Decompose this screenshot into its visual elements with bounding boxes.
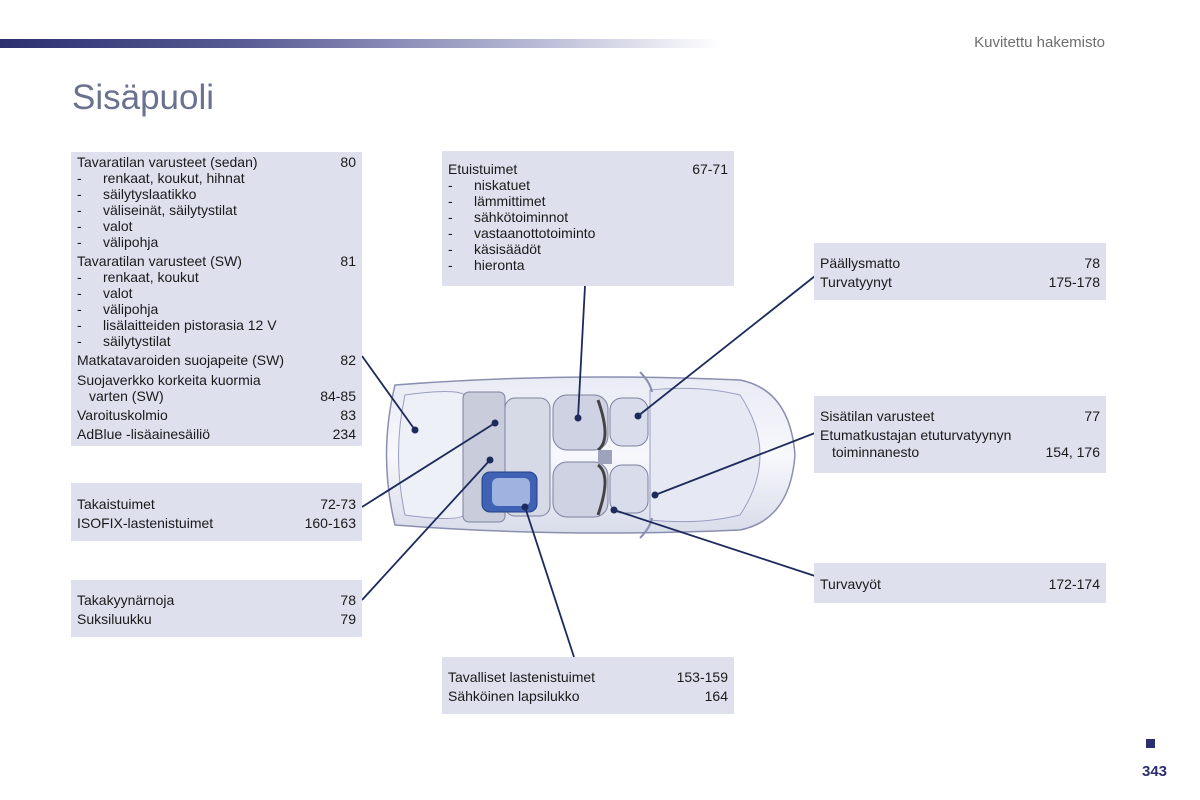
- airbag-deactivation-row-1: Etumatkustajan etuturvatyynyn: [820, 427, 1100, 444]
- floor-mat-row: Päällysmatto 78: [820, 254, 1100, 273]
- leader-lines: [361, 275, 816, 658]
- interior-page: 77: [1084, 408, 1100, 424]
- page-number: 343: [1142, 763, 1168, 780]
- triangle-label: Varoituskolmio: [77, 407, 168, 423]
- cover-page: 82: [340, 352, 356, 368]
- trunk-sw-label: Tavaratilan varusteet (SW): [77, 253, 242, 269]
- armrest-box: Takakyynärnoja 78 Suksiluukku 79: [71, 580, 362, 637]
- child-seats-row: Tavalliset lastenistuimet 153-159: [448, 668, 728, 687]
- airbags-page: 175-178: [1048, 274, 1100, 290]
- airbag-deactivation-label-1: Etumatkustajan etuturvatyynyn: [820, 427, 1012, 443]
- rear-seats-page: 72-73: [320, 496, 356, 512]
- leader-dots: [411, 412, 659, 514]
- triangle-page: 83: [340, 407, 356, 423]
- page-marker-icon: [1146, 739, 1155, 748]
- child-lock-page: 164: [704, 688, 728, 704]
- rear-seats-box: Takaistuimet 72-73 ISOFIX-lastenistuimet…: [71, 483, 362, 541]
- interior-row: Sisätilan varusteet 77: [820, 408, 1100, 425]
- list-item: -vastaanottotoiminto: [448, 225, 596, 241]
- airbag-deactivation-page: 154, 176: [1045, 444, 1101, 460]
- ski-hatch-label: Suksiluukku: [77, 611, 152, 627]
- seat-belts-box: Turvavyöt 172-174: [814, 563, 1106, 603]
- trunk-sw-row: Tavaratilan varusteet (SW) 81: [77, 253, 356, 269]
- airbag-deactivation-row-2: toiminnanesto 154, 176: [820, 444, 1100, 461]
- page-title: Sisäpuoli: [72, 78, 215, 117]
- cover-label: Matkatavaroiden suojapeite (SW): [77, 352, 284, 368]
- child-seats-label: Tavalliset lastenistuimet: [448, 669, 596, 685]
- child-seat: [481, 471, 538, 513]
- armrest-label: Takakyynärnoja: [77, 592, 175, 608]
- list-item: -käsisäädöt: [448, 241, 541, 257]
- net-page: 84-85: [320, 388, 356, 404]
- rear-seats-label: Takaistuimet: [77, 496, 155, 512]
- trunk-sedan-page: 80: [340, 154, 356, 170]
- cover-row: Matkatavaroiden suojapeite (SW) 82: [77, 352, 356, 368]
- interior-label: Sisätilan varusteet: [820, 408, 935, 424]
- list-item: -välipohja: [77, 234, 159, 250]
- front-seats-box: Etuistuimet 67-71 -niskatuet -lämmittime…: [442, 151, 734, 286]
- floor-mat-box: Päällysmatto 78 Turvatyynyt 175-178: [814, 243, 1106, 300]
- list-item: -valot: [77, 218, 133, 234]
- front-seats: [552, 394, 649, 518]
- armrest-row: Takakyynärnoja 78: [77, 591, 356, 610]
- list-item: -niskatuet: [448, 177, 531, 193]
- list-item: -välipohja: [77, 301, 159, 317]
- seat-belts-page: 172-174: [1048, 576, 1100, 592]
- list-item: -sähkötoiminnot: [448, 209, 569, 225]
- list-item: -väliseinät, säilytystilat: [77, 202, 237, 218]
- airbags-label: Turvatyynyt: [820, 274, 892, 290]
- isofix-page: 160-163: [304, 515, 356, 531]
- child-seats-page: 153-159: [676, 669, 728, 685]
- net-row-1: Suojaverkko korkeita kuormia: [77, 372, 356, 388]
- child-lock-label: Sähköinen lapsilukko: [448, 688, 580, 704]
- floor-mat-label: Päällysmatto: [820, 255, 901, 271]
- list-item: -renkaat, koukut, hihnat: [77, 170, 245, 186]
- list-item: -valot: [77, 285, 133, 301]
- isofix-label: ISOFIX-lastenistuimet: [77, 515, 214, 531]
- interior-equipment-box: Sisätilan varusteet 77 Etumatkustajan et…: [814, 396, 1106, 473]
- list-item: -lisälaitteiden pistorasia 12 V: [77, 317, 277, 333]
- triangle-row: Varoituskolmio 83: [77, 407, 356, 423]
- airbags-row: Turvatyynyt 175-178: [820, 273, 1100, 292]
- ski-hatch-page: 79: [340, 611, 356, 627]
- ski-hatch-row: Suksiluukku 79: [77, 610, 356, 629]
- list-item: -säilytyslaatikko: [77, 186, 197, 202]
- list-item: -lämmittimet: [448, 193, 546, 209]
- adblue-page: 234: [332, 426, 356, 442]
- net-label-2: varten (SW): [89, 388, 164, 404]
- net-label-1: Suojaverkko korkeita kuormia: [77, 372, 261, 388]
- seat-belts-row: Turvavyöt 172-174: [820, 576, 1100, 592]
- list-item: -renkaat, koukut: [77, 269, 199, 285]
- adblue-label: AdBlue -lisäainesäiliö: [77, 426, 211, 442]
- front-seats-row: Etuistuimet 67-71: [448, 161, 728, 177]
- isofix-row: ISOFIX-lastenistuimet 160-163: [77, 514, 356, 533]
- front-seats-page: 67-71: [692, 161, 728, 177]
- header-bar: [0, 39, 720, 48]
- net-row-2: varten (SW) 84-85: [77, 388, 356, 404]
- airbag-deactivation-label-2: toiminnanesto: [832, 444, 920, 460]
- adblue-row: AdBlue -lisäainesäiliö 234: [77, 426, 356, 442]
- child-seats-box: Tavalliset lastenistuimet 153-159 Sähköi…: [442, 657, 734, 714]
- seat-belts-label: Turvavyöt: [820, 576, 881, 592]
- child-lock-row: Sähköinen lapsilukko 164: [448, 687, 728, 706]
- trunk-sedan-row: Tavaratilan varusteet (sedan) 80: [77, 154, 356, 170]
- floor-mat-page: 78: [1084, 255, 1100, 271]
- armrest-page: 78: [340, 592, 356, 608]
- list-item: -säilytystilat: [77, 333, 171, 349]
- trunk-equipment-box: Tavaratilan varusteet (sedan) 80 -renkaa…: [71, 152, 362, 446]
- list-item: -hieronta: [448, 257, 525, 273]
- front-seats-label: Etuistuimet: [448, 161, 518, 177]
- trunk-sedan-label: Tavaratilan varusteet (sedan): [77, 154, 258, 170]
- rear-seats-row: Takaistuimet 72-73: [77, 495, 356, 514]
- section-label: Kuvitettu hakemisto: [974, 34, 1105, 51]
- trunk-sw-page: 81: [340, 253, 356, 269]
